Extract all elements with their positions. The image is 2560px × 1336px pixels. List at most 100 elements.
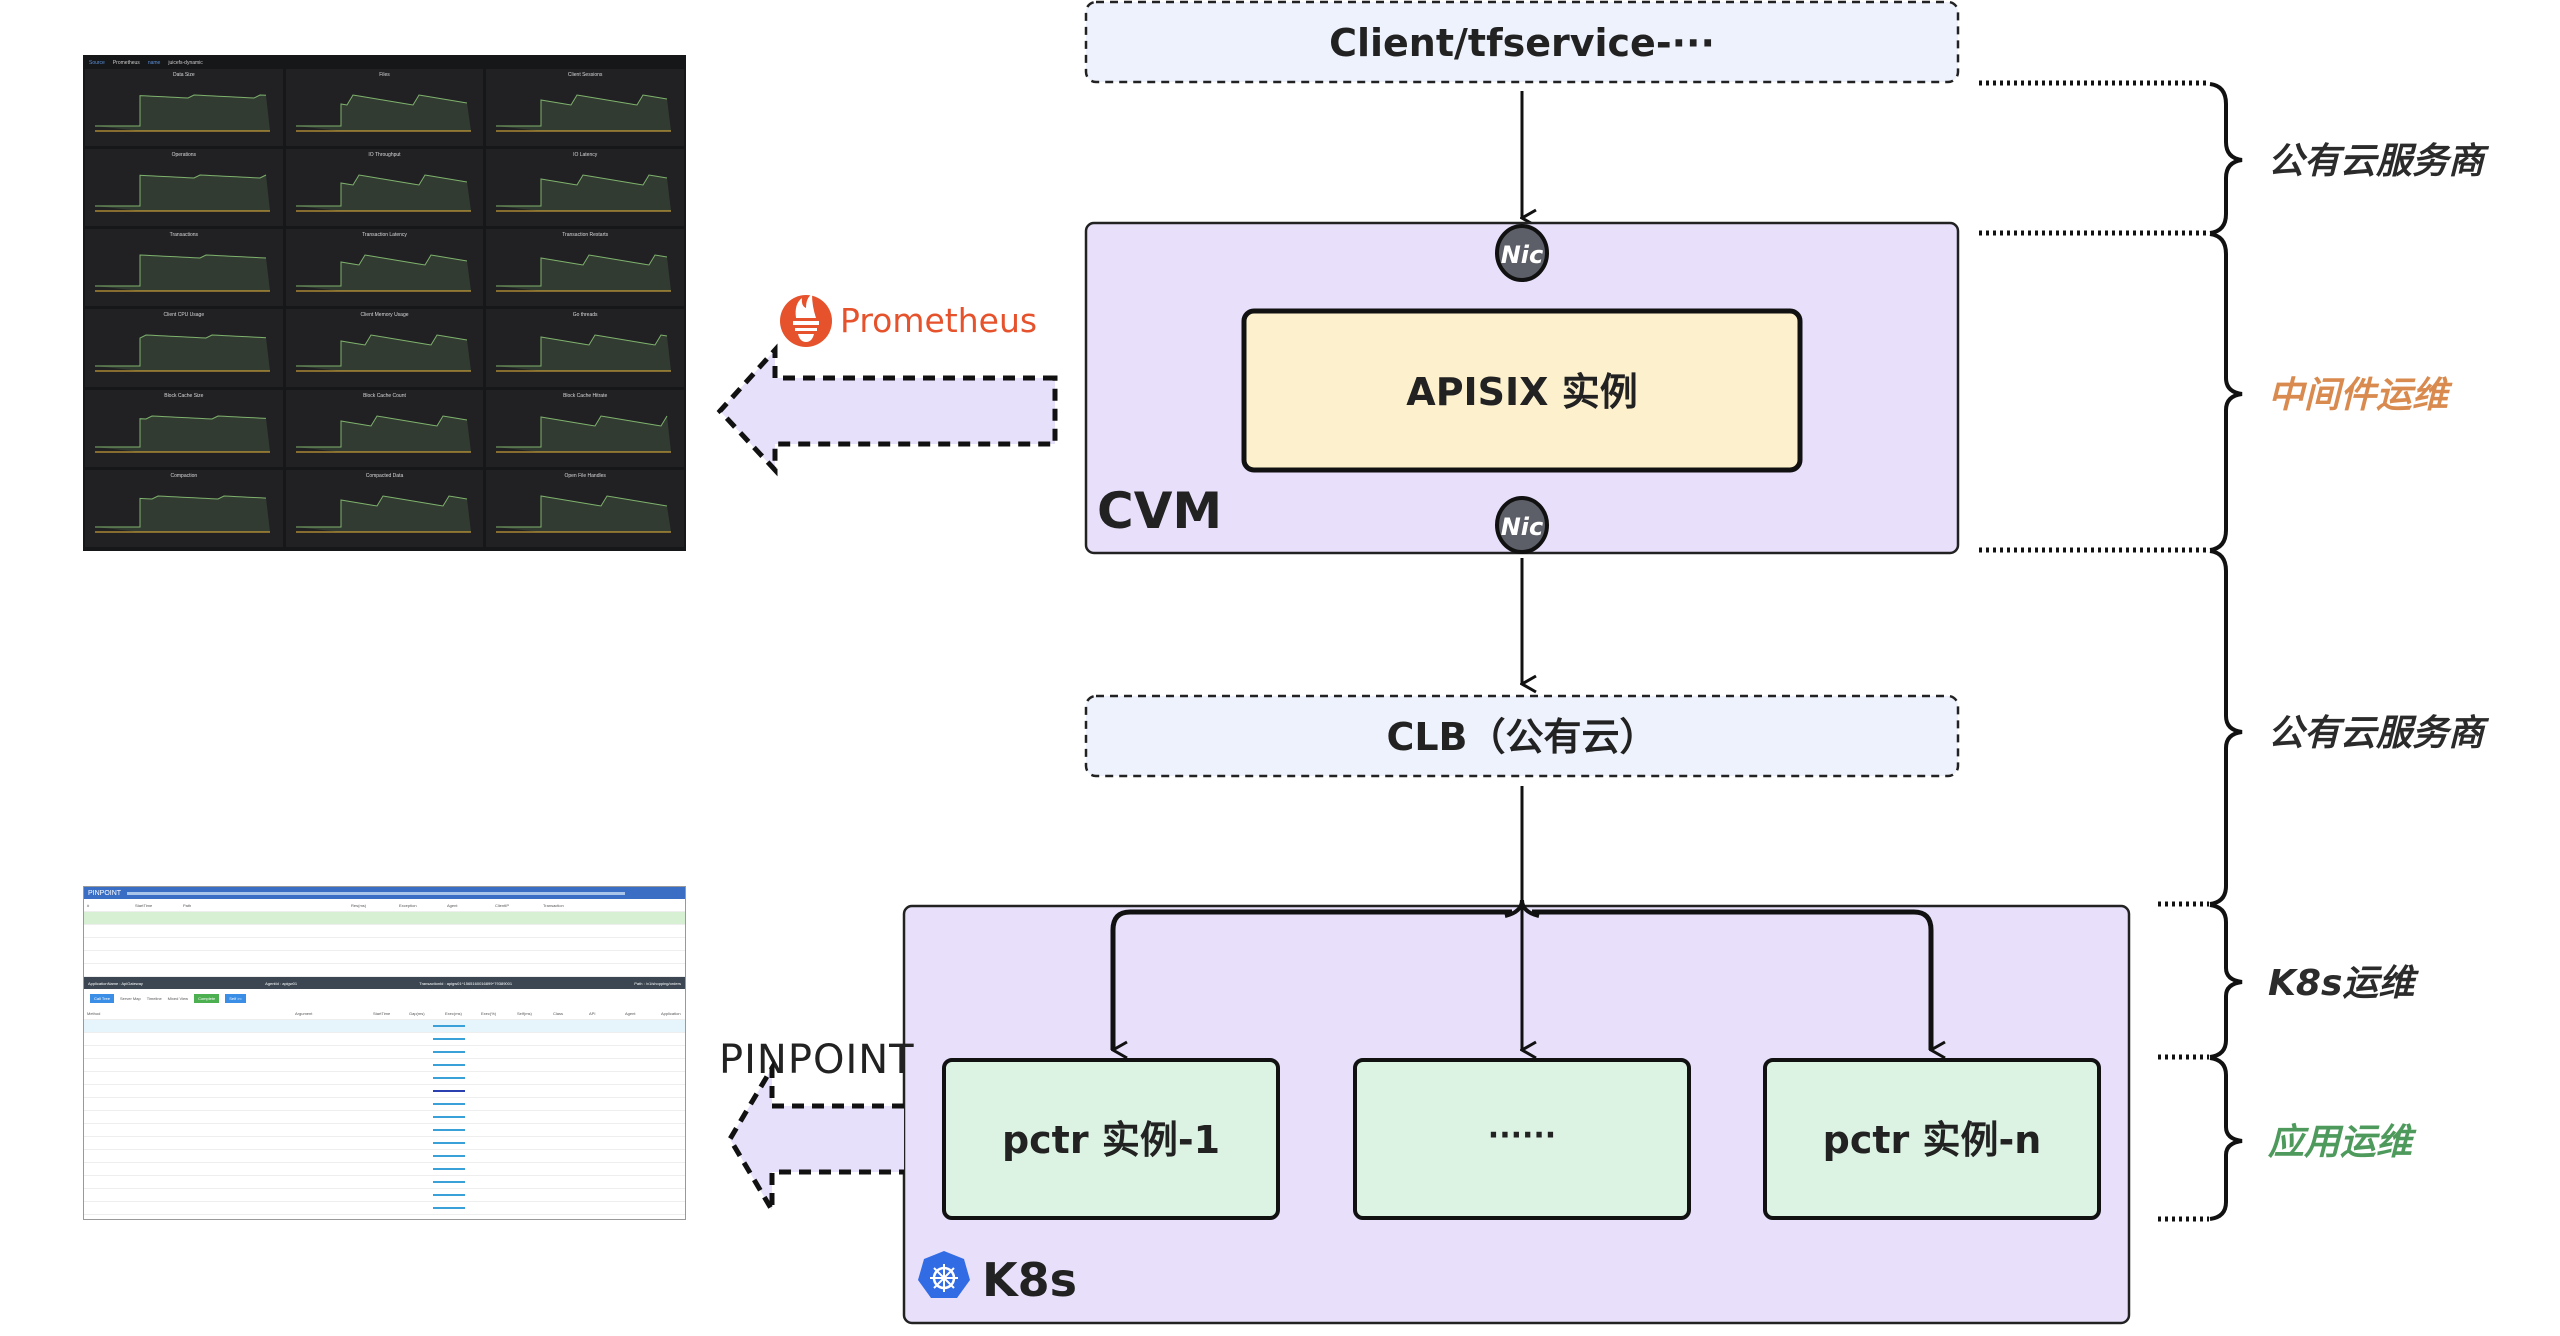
column-header: Gap(ms) <box>409 1010 425 1016</box>
column-header: Self(ms) <box>517 1010 532 1016</box>
grafana-panel-graph <box>295 94 471 132</box>
grafana-panel-title: Compaction <box>170 472 198 479</box>
exec-bar <box>433 1129 465 1131</box>
layer-label-cloud-provider-2: 公有云服务商 <box>2268 713 2490 754</box>
grafana-toolbar: Source Prometheus name juicefs-dynamic <box>85 57 684 69</box>
grafana-panel-graph <box>496 415 672 453</box>
grafana-panel-title: Data Size <box>172 72 195 78</box>
pod-ellipsis-label: ······ <box>1488 1118 1556 1153</box>
grafana-var-value: Prometheus <box>112 60 140 66</box>
info-field: Path : /v1/shopping/orders <box>634 980 681 986</box>
grafana-panel: Block Cache Hitrate <box>486 389 684 467</box>
pod-n: pctr 实例-n <box>1763 1058 2101 1220</box>
calltree-row <box>84 1020 685 1033</box>
layer-label-k8s-ops: K8s运维 <box>2268 963 2419 1004</box>
exec-bar <box>433 1155 465 1157</box>
pinpoint-calltree <box>84 1020 685 1219</box>
exec-bar <box>433 1077 465 1079</box>
column-header: ClientIP <box>495 902 510 908</box>
table-row <box>84 964 685 977</box>
grafana-panel: Files <box>285 69 484 147</box>
pinpoint-arrow <box>727 1058 904 1220</box>
exec-bar <box>433 1168 465 1170</box>
grafana-panel: Compaction <box>85 469 283 547</box>
column-header: Argument <box>295 1010 313 1016</box>
table-row <box>84 938 685 951</box>
grafana-panel-title: Client Memory Usage <box>360 312 409 319</box>
column-header: Method <box>87 1010 101 1016</box>
client-node: Client/tfservice-··· <box>1084 0 1960 84</box>
calltree-row <box>84 1202 685 1215</box>
pinpoint-button: Server Map <box>120 995 141 1001</box>
grafana-panel-graph <box>496 495 672 533</box>
grafana-panel-title: Transactions <box>169 232 199 239</box>
exec-bar <box>433 1207 465 1209</box>
grafana-panel-graph <box>295 334 471 372</box>
grafana-panel: Block Cache Count <box>285 389 484 467</box>
grafana-panel-graph <box>95 415 270 453</box>
nic-bottom-icon: Nic <box>1495 496 1549 554</box>
exec-bar <box>433 1116 465 1118</box>
grafana-panel-title: Client Sessions <box>567 72 603 78</box>
grafana-panel-graph <box>95 495 270 533</box>
grafana-panel: IO Throughput <box>285 149 484 227</box>
layer-label-middleware-ops: 中间件运维 <box>2268 375 2453 416</box>
grafana-panel: Client Sessions <box>486 69 684 147</box>
info-field: ApplicationName : ApiGateway <box>88 980 143 986</box>
calltree-row <box>84 1033 685 1046</box>
pod-1: pctr 实例-1 <box>942 1058 1280 1220</box>
layer-label-cloud-provider-1: 公有云服务商 <box>2268 141 2490 182</box>
grafana-panel: Client CPU Usage <box>85 309 283 387</box>
exec-bar <box>433 1142 465 1144</box>
grafana-panel-title: Block Cache Count <box>363 392 406 399</box>
exec-bar <box>433 1038 465 1040</box>
grafana-panel-title: Transaction Latency <box>362 232 407 239</box>
column-header: Agent <box>625 1010 636 1016</box>
grafana-panel-title: Compacted Data <box>365 472 404 479</box>
exec-bar <box>433 1090 465 1092</box>
grafana-panel-title: IO Throughput <box>368 152 401 159</box>
grafana-panel-graph <box>295 254 471 292</box>
pinpoint-ui-logo: PINPOINT <box>88 889 122 897</box>
column-header: StartTime <box>373 1010 391 1016</box>
calltree-row <box>84 1124 685 1137</box>
prometheus-arrow <box>716 343 1058 477</box>
clb-to-pods-arrows <box>1110 786 1931 1050</box>
apisix-label: APISIX 实例 <box>1406 370 1637 414</box>
grafana-panel-title: Block Cache Hitrate <box>563 392 608 399</box>
info-field: TransactionId : apigw01^1565160016899^79… <box>419 980 513 986</box>
grafana-panel: Open File Handles <box>486 469 684 547</box>
grafana-panel-title: Operations <box>171 152 197 159</box>
pinpoint-label: PINPOINT <box>719 1037 915 1083</box>
grafana-panel-graph <box>295 174 471 212</box>
grafana-var-label: Source <box>89 60 105 66</box>
grafana-panel-graph <box>95 94 270 132</box>
calltree-row <box>84 1072 685 1085</box>
grafana-dashboard-screenshot: Source Prometheus name juicefs-dynamic D… <box>83 55 686 551</box>
calltree-row <box>84 1098 685 1111</box>
apisix-node <box>1241 308 1803 473</box>
grafana-panel: Transactions <box>85 229 283 307</box>
pinpoint-timeline <box>127 891 625 895</box>
layer-label-app-ops: 应用运维 <box>2267 1122 2417 1163</box>
calltree-row <box>84 1137 685 1150</box>
grafana-panel-graph <box>295 495 471 533</box>
grafana-panel-title: Transaction Restarts <box>562 232 609 239</box>
grafana-var-value: juicefs-dynamic <box>168 60 203 66</box>
grafana-panel: Compacted Data <box>285 469 484 547</box>
clb-node: CLB（公有云） <box>1084 694 1960 778</box>
grafana-panel: Transaction Restarts <box>486 229 684 307</box>
pinpoint-button: Mixed View <box>167 995 189 1001</box>
exec-bar <box>433 1194 465 1196</box>
column-header: Exception <box>399 902 417 908</box>
pod-ellipsis: ······ <box>1353 1058 1691 1220</box>
column-header: Exec(%) <box>481 1010 497 1016</box>
calltree-row <box>84 1189 685 1202</box>
pod-1-label: pctr 实例-1 <box>1002 1118 1220 1162</box>
grafana-panel-title: Block Cache Size <box>164 392 204 399</box>
pinpoint-button: Call Tree <box>90 993 115 1003</box>
